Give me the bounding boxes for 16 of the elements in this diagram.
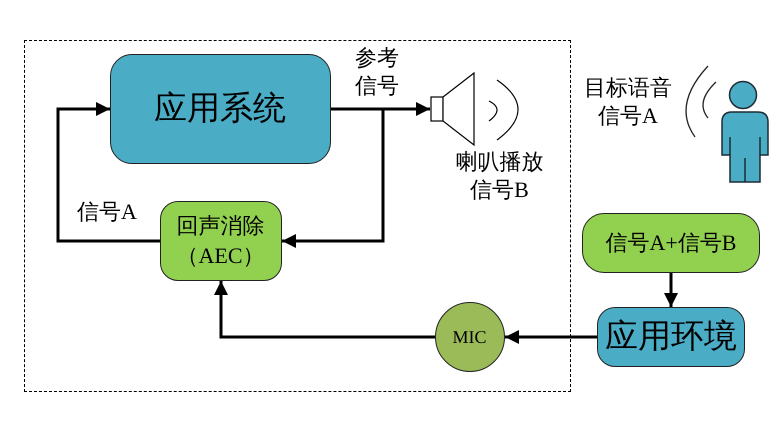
node-label: 喇叭播放信号B xyxy=(454,148,544,204)
arrow xyxy=(505,330,597,344)
mic-circle: MIC xyxy=(434,302,504,372)
process-box: 回声消除（AEC） xyxy=(160,200,282,280)
note-label: 目标语音信号A xyxy=(583,74,673,130)
arrow xyxy=(664,273,678,307)
edge-label: 信号A xyxy=(76,198,138,226)
arrow xyxy=(56,102,160,242)
process-box: 应用系统 xyxy=(110,54,330,164)
speaker-icon xyxy=(430,72,522,146)
arrow xyxy=(214,281,435,338)
edge-label: 参考信号 xyxy=(354,44,400,100)
signal-box: 信号A+信号B xyxy=(582,213,760,273)
process-box: 应用环境 xyxy=(597,307,745,367)
arrow xyxy=(282,108,384,248)
dashed-frame xyxy=(24,40,571,392)
